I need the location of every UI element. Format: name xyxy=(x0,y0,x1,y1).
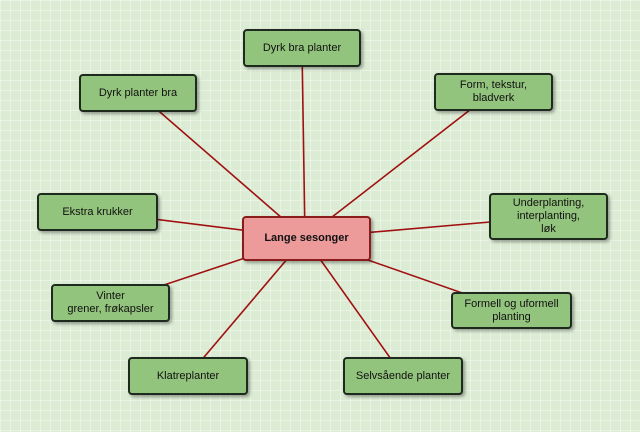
node-dyrk-bra-planter[interactable]: Dyrk bra planter xyxy=(243,29,361,67)
link-klatreplanter xyxy=(187,237,306,377)
link-selvsaende xyxy=(304,237,404,377)
node-ekstra-krukker[interactable]: Ekstra krukker xyxy=(37,193,158,231)
node-underplanting[interactable]: Underplanting, interplanting, løk xyxy=(489,193,608,240)
node-form-tekstur[interactable]: Form, tekstur, bladverk xyxy=(434,73,553,111)
link-dyrk-planter-bra xyxy=(137,92,306,239)
center-node[interactable]: Lange sesonger xyxy=(242,216,371,261)
node-formell-uformell[interactable]: Formell og uformell planting xyxy=(451,292,572,329)
node-vinter[interactable]: Vinter grener, frøkapsler xyxy=(51,284,170,322)
node-dyrk-planter-bra[interactable]: Dyrk planter bra xyxy=(79,74,197,112)
node-selvsaende[interactable]: Selvsående planter xyxy=(343,357,463,395)
link-form-tekstur xyxy=(304,91,494,239)
node-klatreplanter[interactable]: Klatreplanter xyxy=(128,357,248,395)
link-dyrk-bra-planter xyxy=(301,47,306,239)
